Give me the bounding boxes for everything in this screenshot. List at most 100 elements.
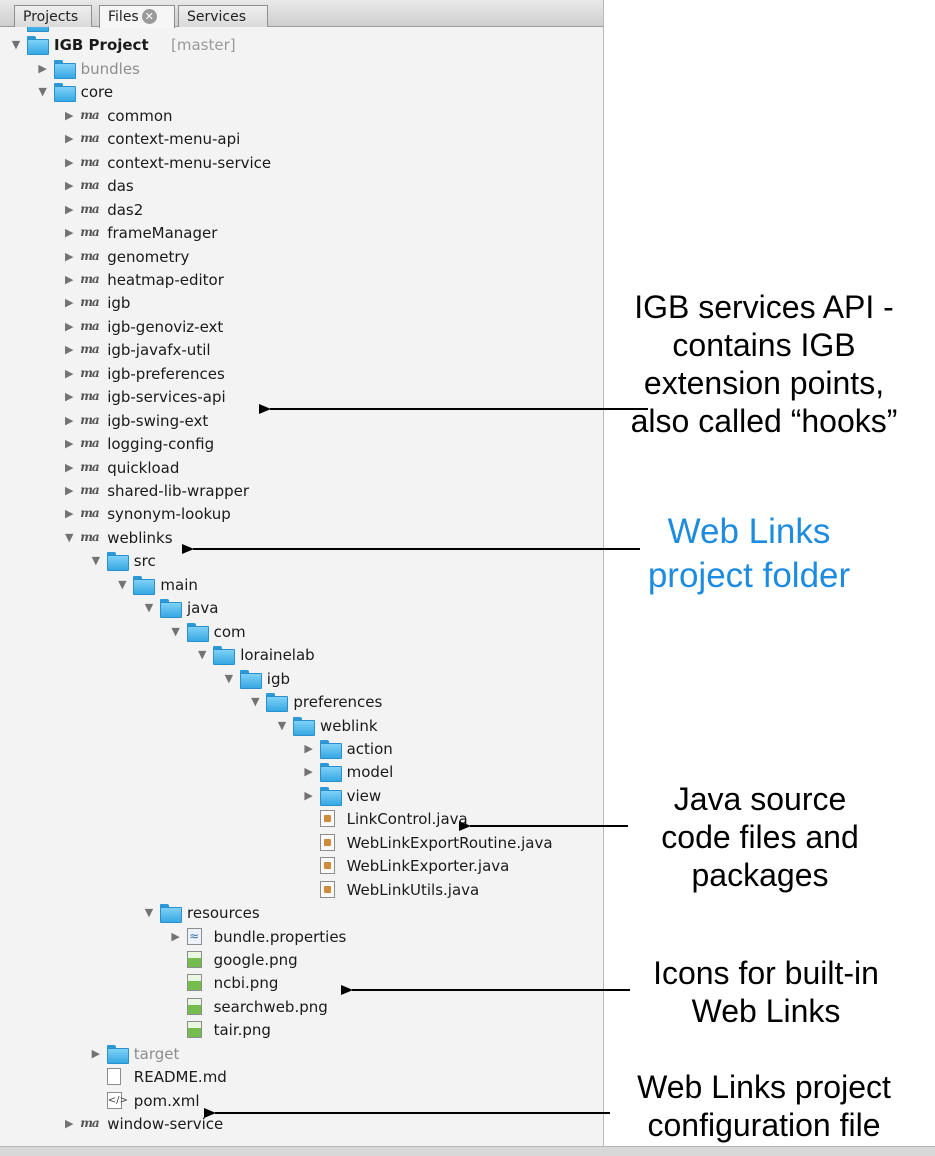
tree-item-label: igb-javafx-util [107, 341, 211, 360]
collapsed-triangle-icon[interactable]: ▶ [64, 202, 74, 216]
collapsed-triangle-icon[interactable]: ▶ [10, 27, 22, 28]
tree-row[interactable]: tair.png [0, 1019, 603, 1042]
collapsed-triangle-icon[interactable]: ▶ [64, 390, 74, 404]
tree-row[interactable]: ▼com [0, 621, 603, 644]
expanded-triangle-icon[interactable]: ▼ [38, 85, 47, 99]
close-icon[interactable]: ✕ [141, 9, 157, 24]
collapsed-triangle-icon[interactable]: ▶ [91, 1046, 101, 1060]
tree-row[interactable]: WebLinkUtils.java [0, 879, 603, 902]
collapsed-triangle-icon[interactable]: ▶ [64, 249, 74, 263]
expanded-triangle-icon[interactable]: ▼ [171, 624, 180, 638]
tree-row[interactable]: WebLinkExporter.java [0, 855, 603, 878]
tree-row[interactable]: README.md [0, 1066, 603, 1089]
tree-row[interactable]: ▶ bundles [0, 58, 603, 81]
tree-row[interactable]: </>pom.xml [0, 1090, 603, 1113]
expanded-triangle-icon[interactable]: ▼ [91, 554, 101, 568]
tree-row[interactable]: ▼resources [0, 902, 603, 925]
tree-item-label: view [346, 786, 382, 805]
expanded-triangle-icon[interactable]: ▼ [64, 530, 74, 544]
expanded-triangle-icon[interactable]: ▼ [11, 38, 21, 52]
tree-row[interactable]: ▼java [0, 597, 603, 620]
tree-item-label: window-service [107, 1115, 224, 1134]
tree-row[interactable]: ▼core [0, 81, 603, 104]
collapsed-triangle-icon[interactable]: ▶ [64, 132, 74, 146]
collapsed-triangle-icon[interactable]: ▶ [64, 343, 74, 357]
collapsed-triangle-icon[interactable]: ▶ [64, 155, 74, 169]
expanded-triangle-icon[interactable]: ▼ [277, 718, 287, 732]
tree-row[interactable]: ncbi.png [0, 972, 603, 995]
collapsed-triangle-icon[interactable]: ▶ [304, 788, 313, 802]
collapsed-triangle-icon[interactable]: ▶ [64, 484, 74, 497]
properties-file-icon: ≈ [186, 927, 202, 945]
collapsed-triangle-icon[interactable]: ▶ [64, 507, 74, 521]
collapsed-triangle-icon[interactable]: ▶ [64, 1117, 74, 1131]
tree-row[interactable]: ▼weblink [0, 715, 603, 738]
collapsed-triangle-icon[interactable]: ▶ [64, 437, 74, 451]
collapsed-triangle-icon[interactable]: ▶ [64, 226, 74, 240]
expanded-triangle-icon[interactable]: ▼ [144, 601, 154, 615]
files-panel: Projects Files✕ Services ▶Hello World▼IG… [0, 0, 604, 1146]
collapsed-triangle-icon[interactable]: ▶ [64, 366, 74, 380]
collapsed-triangle-icon[interactable]: ▶ [64, 272, 74, 286]
tree-item-label: genometry [107, 247, 190, 266]
tree-row[interactable]: searchweb.png [0, 996, 603, 1019]
tree-row[interactable]: ▶≈bundle.properties [0, 926, 603, 949]
tree-row[interactable]: ▼src [0, 550, 603, 573]
collapsed-triangle-icon[interactable]: ▶ [64, 319, 74, 333]
tree-row[interactable]: ▶target [0, 1043, 603, 1066]
collapsed-triangle-icon[interactable]: ▶ [64, 296, 74, 310]
tree-row[interactable]: ▶ view [0, 785, 603, 808]
tree-row[interactable]: ▼main [0, 574, 603, 597]
folder-icon [53, 59, 76, 79]
expanded-triangle-icon[interactable]: ▼ [197, 648, 207, 662]
collapsed-triangle-icon[interactable]: ▶ [64, 108, 74, 122]
expanded-triangle-icon[interactable]: ▼ [144, 906, 154, 920]
tree-row[interactable]: ▶Hello World [0, 27, 603, 34]
collapsed-triangle-icon[interactable]: ▶ [64, 179, 74, 193]
expanded-triangle-icon[interactable]: ▼ [224, 671, 234, 685]
collapsed-triangle-icon[interactable]: ▶ [64, 460, 74, 474]
collapsed-triangle-icon[interactable]: ▶ [304, 765, 313, 779]
collapsed-triangle-icon[interactable]: ▶ [38, 61, 47, 75]
tree-row[interactable]: WebLinkExportRoutine.java [0, 832, 603, 855]
collapsed-triangle-icon[interactable]: ▶ [64, 413, 74, 427]
tab-files[interactable]: Files✕ [99, 5, 175, 28]
tree-row[interactable]: LinkControl.java [0, 808, 603, 831]
tree-item-label: bundles [80, 59, 140, 78]
annotation-line: contains IGB [672, 327, 856, 363]
collapsed-triangle-icon[interactable]: ▶ [171, 929, 180, 943]
tree-row[interactable]: ▼igb [0, 668, 603, 691]
tree-row[interactable]: ▶action [0, 738, 603, 761]
tab-projects[interactable]: Projects [14, 5, 92, 27]
tree-row[interactable]: ▶model [0, 761, 603, 784]
tab-services[interactable]: Services [178, 5, 268, 27]
collapsed-triangle-icon[interactable]: ▶ [304, 741, 313, 755]
folder-icon [186, 622, 209, 642]
expanded-triangle-icon[interactable]: ▼ [251, 695, 260, 709]
tree-row[interactable]: ▼preferences [0, 691, 603, 714]
tree-row[interactable]: ▼lorainelab [0, 644, 603, 667]
expanded-triangle-icon[interactable]: ▼ [118, 577, 127, 591]
tree-row[interactable]: google.png [0, 949, 603, 972]
tree-row[interactable]: ▼IGB Project[master] [0, 34, 603, 57]
